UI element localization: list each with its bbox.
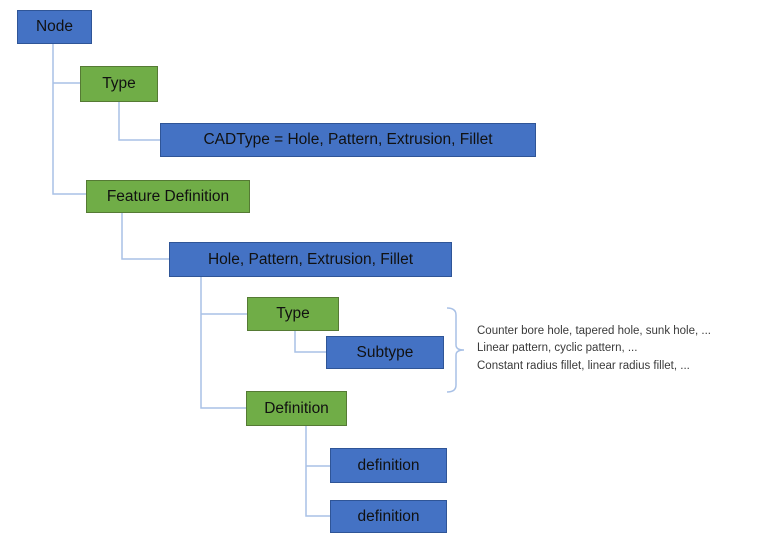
connector-elbow-0 [52, 44, 86, 195]
node-hole-pattern: Hole, Pattern, Extrusion, Fillet [169, 242, 452, 277]
connector-elbow-2 [118, 102, 160, 141]
connector-elbow-6 [294, 331, 326, 353]
node-definition-1: definition [330, 448, 447, 483]
annotation-line-fillet: Constant radius fillet, linear radius fi… [477, 359, 690, 372]
node-node: Node [17, 10, 92, 44]
node-cadtype: CADType = Hole, Pattern, Extrusion, Fill… [160, 123, 536, 157]
node-type-1: Type [80, 66, 158, 102]
connector-elbow-4 [200, 277, 246, 409]
annotation-line-hole: Counter bore hole, tapered hole, sunk ho… [477, 325, 711, 337]
node-subtype: Subtype [326, 336, 444, 369]
node-definition: Definition [246, 391, 347, 426]
connector-elbow-3 [121, 213, 169, 260]
subtype-annotation: Counter bore hole, tapered hole, sunk ho… [477, 323, 711, 375]
connector-elbow-7 [305, 426, 330, 517]
annotation-line-pattern: Linear pattern, cyclic pattern, ... [477, 342, 638, 355]
node-definition-2: definition [330, 500, 447, 533]
node-feature-definition: Feature Definition [86, 180, 250, 213]
node-type-2: Type [247, 297, 339, 331]
right-brace [446, 307, 465, 393]
